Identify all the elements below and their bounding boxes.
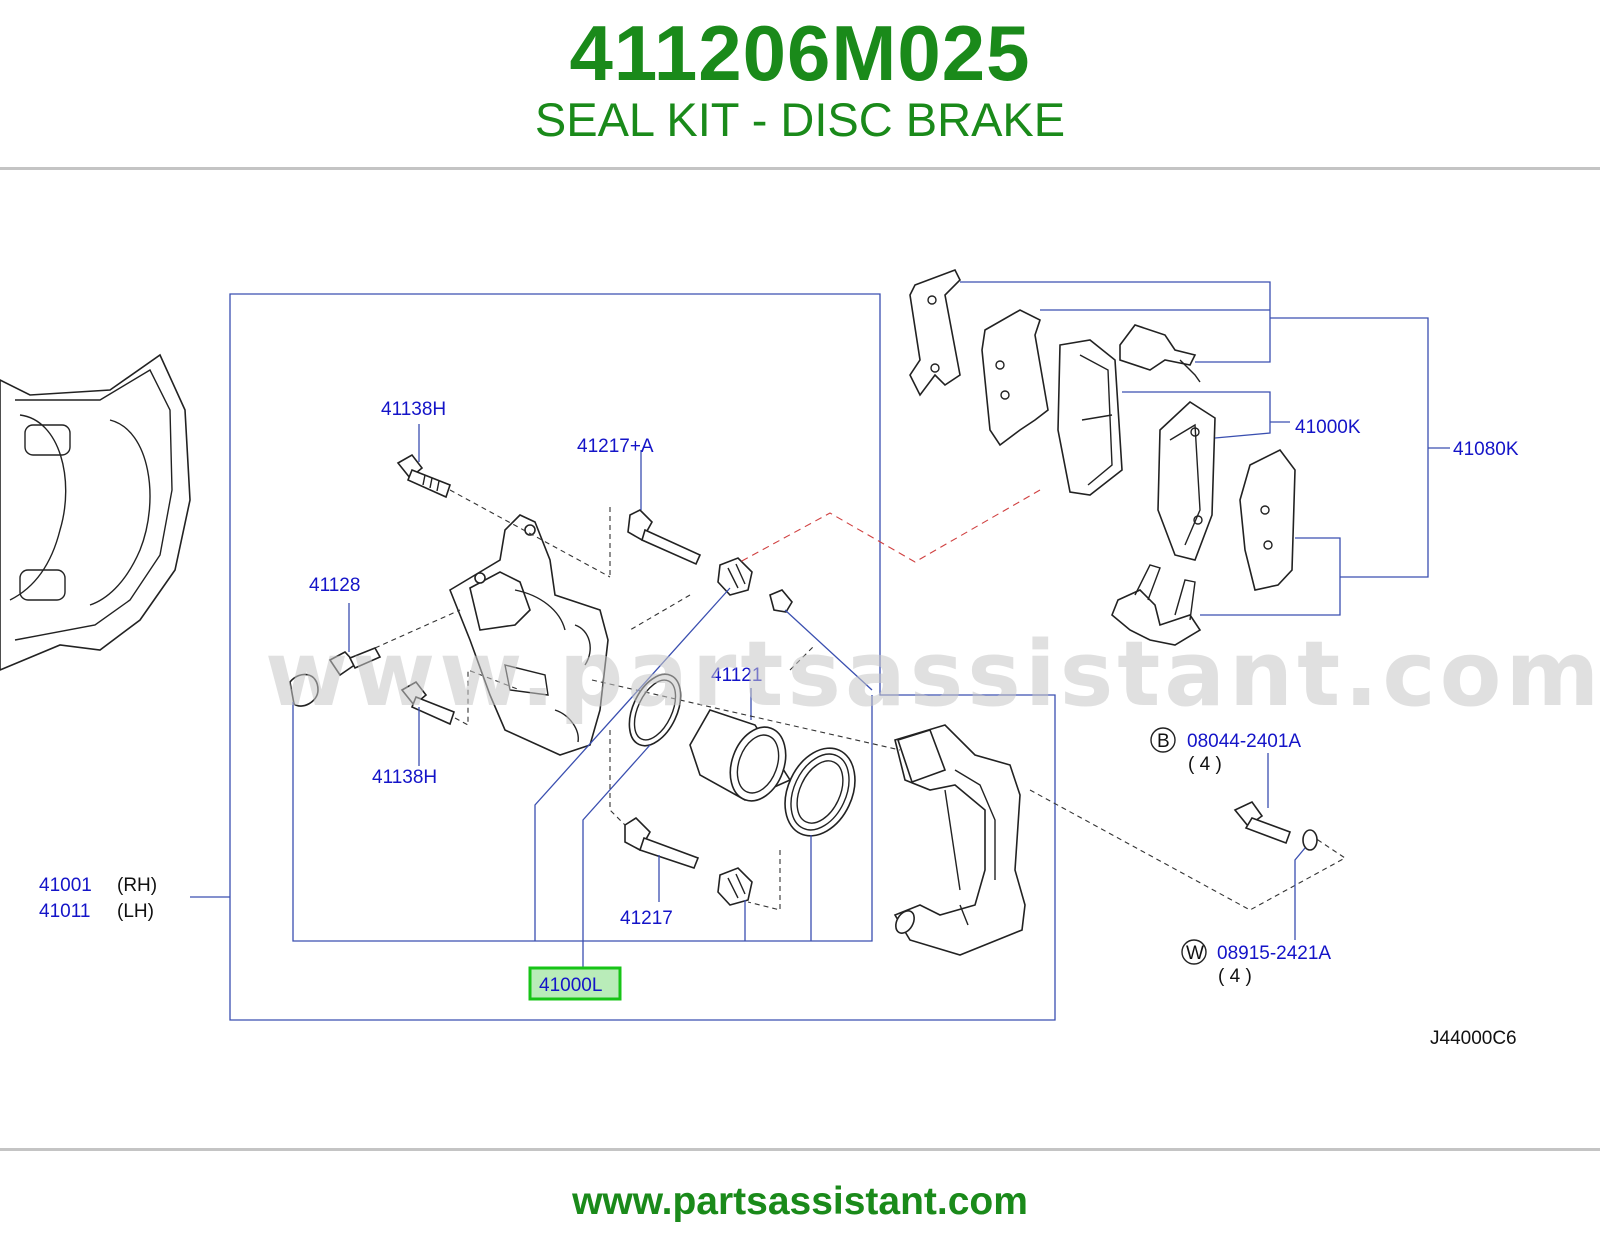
bolt-41138h-bottom	[400, 680, 455, 766]
header: 411206M025 SEAL KIT - DISC BRAKE	[0, 0, 1600, 170]
label-41217a[interactable]: 41217+A	[577, 436, 654, 457]
highlight-box-41000l	[528, 966, 622, 1001]
label-41128[interactable]: 41128	[309, 575, 360, 596]
label-41000k[interactable]: 41000K	[1295, 417, 1361, 438]
pin-boot-upper	[717, 557, 793, 613]
parts-diagram: 41138H 41217+A 41128 41121 41138H 41217 …	[0, 268, 1600, 1049]
label-08044[interactable]: 08044-2401A	[1187, 731, 1301, 752]
pin-41217	[624, 816, 700, 902]
label-41138h-top[interactable]: 41138H	[381, 399, 446, 420]
b-circle-icon	[1150, 727, 1176, 753]
label-41011-side: (LH)	[117, 901, 154, 922]
part-description: SEAL KIT - DISC BRAKE	[534, 93, 1066, 146]
torque-member	[893, 724, 1026, 956]
label-08915[interactable]: 08915-2421A	[1217, 943, 1331, 964]
watermark: www.partsassistant.com	[265, 622, 1600, 727]
footer-url[interactable]: www.partsassistant.com	[572, 1180, 1028, 1223]
label-41001[interactable]: 41001	[39, 875, 92, 896]
bleeder-41128	[289, 603, 382, 707]
pin-boot-lower	[717, 867, 753, 906]
dust-boot	[784, 747, 856, 837]
label-w: W	[1186, 943, 1204, 964]
piston-41121	[689, 688, 792, 802]
label-b: B	[1157, 731, 1170, 752]
diagram-code: J44000C6	[1430, 1028, 1517, 1049]
label-41217[interactable]: 41217	[620, 908, 673, 929]
piston-seal-ring	[628, 673, 682, 747]
label-41138h-bottom[interactable]: 41138H	[372, 767, 437, 788]
caliper-body	[449, 514, 609, 756]
top-divider	[0, 167, 1600, 170]
bolt-08044	[1233, 753, 1292, 845]
part-number: 411206M025	[569, 9, 1031, 97]
pin-41217a	[627, 450, 702, 566]
label-41121[interactable]: 41121	[711, 665, 762, 686]
bolt-41138h-top	[396, 424, 451, 499]
w-circle-icon	[1181, 939, 1207, 965]
caliper-assembly-box	[229, 293, 1056, 1021]
label-08044-qty: ( 4 )	[1188, 754, 1222, 775]
brake-pads-set	[909, 268, 1296, 646]
label-08915-qty: ( 4 )	[1218, 966, 1252, 987]
label-41001-side: (RH)	[117, 875, 157, 896]
bottom-divider	[0, 1148, 1600, 1151]
label-41080k[interactable]: 41080K	[1453, 439, 1519, 460]
label-41011[interactable]: 41011	[39, 901, 90, 922]
label-41000l[interactable]: 41000L	[539, 975, 602, 996]
washer-08915	[1294, 829, 1318, 940]
backing-plate	[0, 353, 191, 671]
